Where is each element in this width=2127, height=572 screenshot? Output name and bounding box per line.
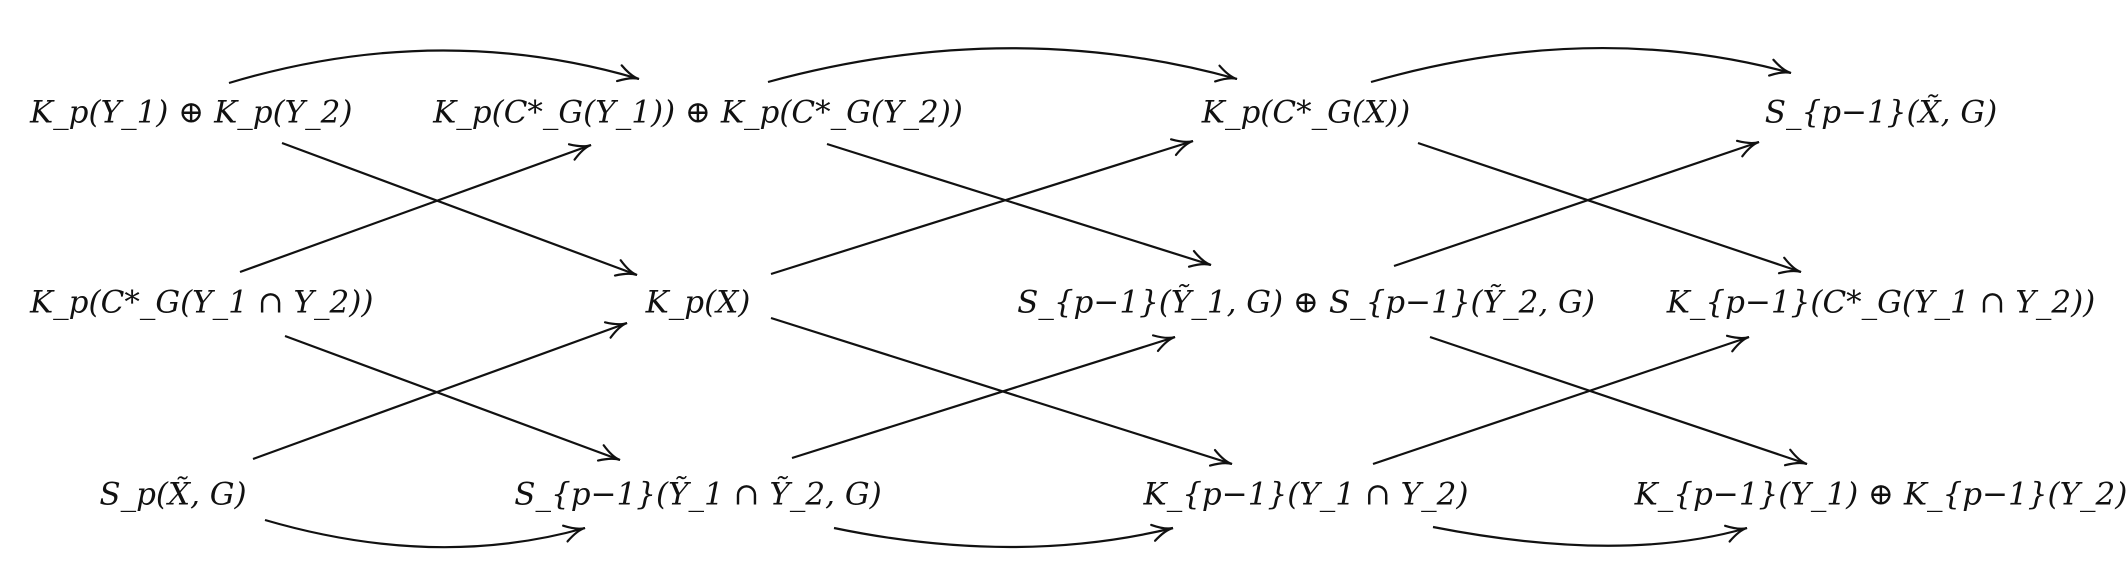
node-kp-y1-y2: K_p(Y_1) ⊕ K_p(Y_2) (30, 94, 353, 131)
node-kp1-y1-kp1-y2: K_{p−1}(Y_1) ⊕ K_{p−1}(Y_2) (1634, 476, 2127, 513)
arrow-kpx-to-kpcgx-head (1169, 138, 1194, 157)
node-kp-cg-x: K_p(C*_G(X)) (1201, 94, 1411, 131)
arrow-top-1-head (615, 64, 640, 83)
node-kp1-y1-cap-y2: K_{p−1}(Y_1 ∩ Y_2) (1143, 476, 1469, 513)
arrow-top-1 (228, 49, 640, 85)
arrow-top-2 (767, 47, 1238, 84)
arrow-bot-2 (833, 526, 1174, 549)
arrow-kpcg-to-sp1sum (826, 142, 1212, 267)
arrow-kpcg-to-kpcgx-head (567, 143, 592, 161)
arrow-kpx-to-kp1int-head (1208, 448, 1233, 467)
arrow-kpcgx-to-kp1cg-head (1777, 256, 1802, 275)
node-kp-cg-y1-cap-y2: K_p(C*_G(Y_1 ∩ Y_2)) (30, 284, 374, 321)
node-kp1-cg-y1-cap-y2: K_{p−1}(C*_G(Y_1 ∩ Y_2)) (1666, 284, 2096, 321)
arrow-bot-3-head (1724, 524, 1748, 543)
node-sp-x-g: S_p(X̃, G) (99, 476, 247, 513)
arrow-kpy1y2-to-kpx (281, 141, 638, 277)
node-sp1-y1-cap-y2: S_{p−1}(Ỹ_1 ∩ Ỹ_2, G) (514, 476, 882, 513)
node-kp-x: K_p(X) (645, 284, 751, 321)
arrow-sp1int-to-sp1sum-head (1151, 334, 1176, 353)
arrow-bot-1-head (562, 524, 586, 543)
arrow-kp1int-to-kp1cg (1372, 335, 1750, 466)
arrow-spxg-to-kpx (252, 321, 628, 461)
arrow-kp1int-to-kp1cg-head (1725, 334, 1750, 353)
arrow-bot-3 (1432, 525, 1748, 547)
arrow-sp1int-to-sp1sum (791, 335, 1176, 460)
arrow-sp1sum-to-sp1xg (1393, 140, 1760, 268)
arrow-kpcgx-to-kp1cg (1417, 141, 1802, 274)
arrow-kpx-to-kpcgx (770, 139, 1194, 276)
node-sp1-y1-y2-sum: S_{p−1}(Ỹ_1, G) ⊕ S_{p−1}(Ỹ_2, G) (1017, 284, 1595, 321)
arrow-top-3-head (1768, 58, 1792, 77)
arrow-bot-1 (264, 518, 586, 549)
arrow-sp1sum-to-kp1y1kp1y2 (1429, 335, 1808, 466)
arrow-kpcgy1y2-to-sp1int-head (596, 444, 621, 462)
arrow-sp1sum-to-kp1y1kp1y2-head (1783, 448, 1808, 467)
node-sp1-x-g: S_{p−1}(X̃, G) (1764, 94, 1998, 131)
arrow-kpcg-to-sp1sum-head (1187, 249, 1212, 268)
arrow-kpy1y2-to-kpx-head (613, 259, 638, 277)
arrow-kpcgy1y2-to-sp1int (284, 334, 621, 462)
arrow-sp1sum-to-sp1xg-head (1735, 139, 1760, 158)
arrow-spxg-to-kpx-head (603, 321, 628, 339)
arrow-top-2-head (1214, 64, 1238, 83)
arrow-kpcg-to-kpcgx (239, 143, 592, 274)
node-kp-cg-y1-cg-y2: K_p(C*_G(Y_1)) ⊕ K_p(C*_G(Y_2)) (433, 94, 963, 131)
arrow-top-3 (1370, 47, 1792, 84)
arrow-bot-2-head (1150, 523, 1174, 542)
